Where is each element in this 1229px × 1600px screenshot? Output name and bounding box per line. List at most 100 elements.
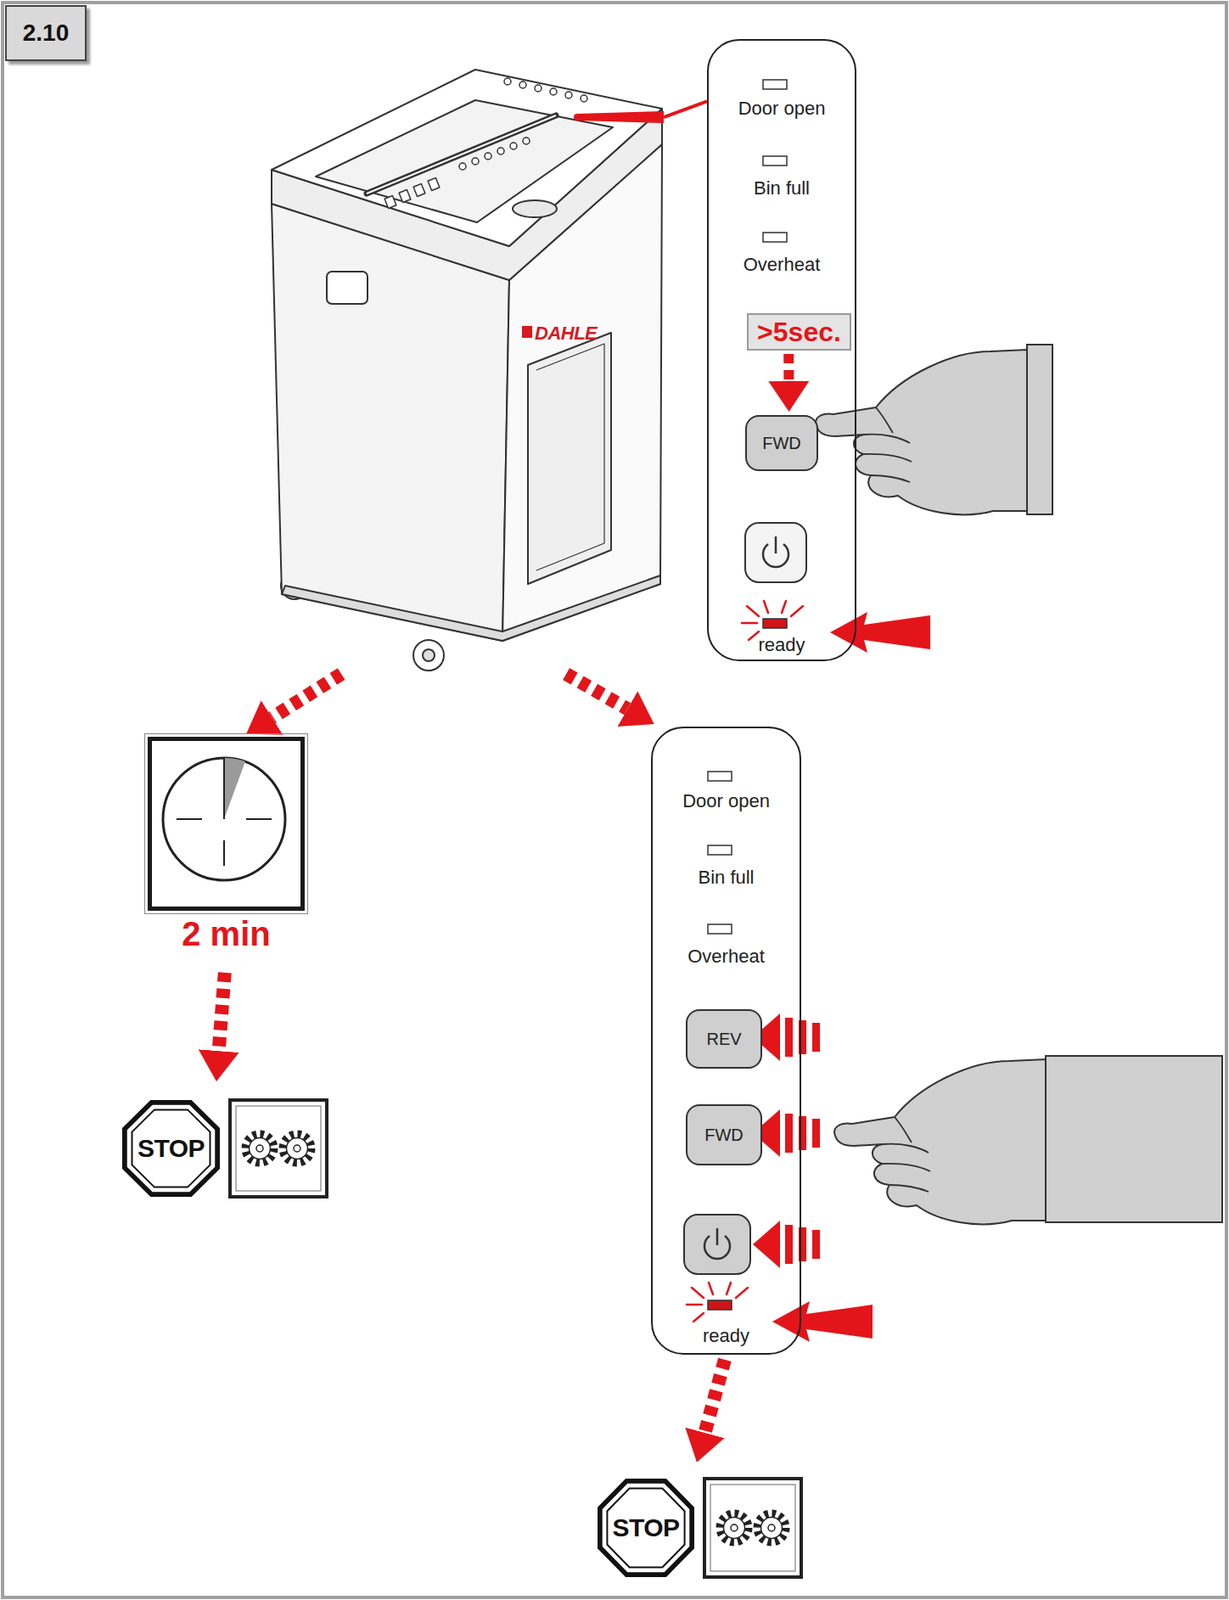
shredder-illustration xyxy=(522,137,530,145)
button-label: REV xyxy=(687,1027,761,1050)
led-indicators xyxy=(763,156,787,166)
led-indicators xyxy=(707,1300,732,1310)
hand-illustration xyxy=(834,1059,1046,1224)
shredder-illustration xyxy=(413,639,444,671)
shredder-illustration xyxy=(459,162,466,170)
gears-symbol xyxy=(230,1099,802,1577)
clock-face xyxy=(223,840,225,866)
gears-symbol xyxy=(230,1099,327,1197)
led-sparks xyxy=(741,622,758,625)
gears-symbol xyxy=(704,1478,802,1577)
reverse-button: REV xyxy=(685,1009,763,1069)
timer-box: 2 min xyxy=(147,736,305,955)
control-panel: REVFWDDoor openBin fullOverheatready xyxy=(650,726,802,1355)
flow-arrow xyxy=(272,673,343,719)
shredder-illustration xyxy=(549,88,557,96)
shredder-illustration xyxy=(536,343,605,571)
duration-box: >5sec. xyxy=(746,313,852,351)
control-panel: >5sec.FWDDoor openBin fullOverheatready xyxy=(707,39,857,662)
shredder-unit: DAHLE xyxy=(265,66,664,674)
hand-illustration xyxy=(815,349,1027,515)
shredder-illustration xyxy=(413,184,426,197)
figure-number: 2.10 xyxy=(22,19,70,47)
octagon-outline xyxy=(602,1483,691,1572)
shredder-illustration xyxy=(271,69,664,671)
led-sparks xyxy=(746,606,759,617)
flow-arrow xyxy=(704,1359,724,1433)
led-sparks xyxy=(781,600,786,613)
gears-symbol xyxy=(710,1484,796,1572)
shredder-illustration xyxy=(471,157,479,165)
gears-symbol xyxy=(245,1133,312,1163)
button-label: FWD xyxy=(687,1123,761,1146)
shredder-illustration xyxy=(512,200,557,218)
stop-sign: STOP xyxy=(597,1478,695,1577)
timer-frame xyxy=(147,736,305,911)
led-sparks xyxy=(726,1282,731,1295)
pointer-arrows xyxy=(752,611,931,1342)
led-sparks xyxy=(763,600,769,613)
led-sparks xyxy=(693,1313,704,1322)
forward-button: FWD xyxy=(685,1104,763,1166)
forward-button: FWD xyxy=(745,415,819,472)
shredder-illustration xyxy=(271,69,663,247)
timer-label: 2 min xyxy=(147,914,305,953)
shredder-illustration xyxy=(565,91,573,99)
led-indicators xyxy=(763,618,787,629)
brand-logo: DAHLE xyxy=(534,322,597,345)
pointer-arrows xyxy=(752,1220,820,1269)
shredder-illustration xyxy=(281,575,661,641)
hand-illustration xyxy=(1026,344,1053,515)
shredder-illustration xyxy=(504,78,511,85)
shredder-illustration xyxy=(580,95,588,102)
led-indicators xyxy=(763,232,787,242)
octagon-outline xyxy=(122,1099,220,1197)
power-button xyxy=(716,1228,719,1246)
indicator-label: Bin full xyxy=(652,866,800,889)
clock-face xyxy=(223,757,225,820)
gears-symbol xyxy=(235,1105,321,1191)
button-label: FWD xyxy=(746,432,817,455)
pointer-arrows xyxy=(752,1109,820,1157)
hand-illustration xyxy=(1045,1055,1223,1223)
pointer-arrows xyxy=(772,1301,873,1342)
clock-face xyxy=(162,757,286,881)
octagon-outline xyxy=(597,1478,695,1577)
led-sparks xyxy=(686,1303,702,1307)
duration-label: >5sec. xyxy=(748,316,850,348)
shredder-illustration xyxy=(484,152,492,160)
shredder-illustration xyxy=(366,115,556,194)
clock-face xyxy=(246,818,272,820)
stop-sign: STOP xyxy=(122,1099,220,1197)
led-indicators xyxy=(707,771,732,781)
led-indicators xyxy=(707,845,732,855)
power-button xyxy=(745,522,807,583)
shredder-illustration xyxy=(504,78,588,102)
power-button xyxy=(684,1214,751,1274)
shredder-illustration xyxy=(398,190,411,203)
led-sparks xyxy=(708,1282,713,1295)
led-sparks xyxy=(791,606,803,617)
shredder-illustration xyxy=(427,178,440,191)
led-indicators xyxy=(763,79,787,90)
clock-face xyxy=(176,818,203,820)
led-indicators xyxy=(707,924,732,934)
led-sparks xyxy=(748,631,759,640)
stop-label: STOP xyxy=(611,1513,680,1543)
shredder-illustration xyxy=(510,142,517,150)
pointer-arrows xyxy=(830,611,931,653)
led-sparks xyxy=(691,1287,704,1298)
indicator-label: Overheat xyxy=(708,253,855,276)
flow-arrow xyxy=(783,353,794,382)
shredder-illustration xyxy=(534,84,542,92)
indicator-label: Door open xyxy=(652,790,800,813)
power-button xyxy=(774,536,778,554)
flow-arrow xyxy=(566,673,628,709)
octagon-outline xyxy=(132,1109,211,1187)
shredder-illustration xyxy=(326,271,368,304)
octagon-outline xyxy=(127,1105,216,1193)
octagon-outline xyxy=(606,1488,685,1568)
